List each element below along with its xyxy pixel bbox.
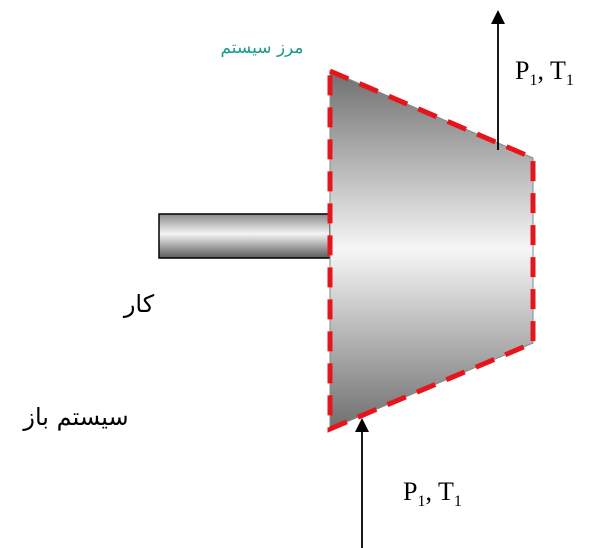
- turbine-shaft: [158, 213, 331, 259]
- outlet-state-label: P1, T1: [515, 56, 574, 89]
- turbine-body: [329, 70, 534, 430]
- open-system-label: سیستم باز: [22, 403, 128, 431]
- system-boundary-label: مرز سیستم: [220, 38, 303, 58]
- work-label: کار: [123, 290, 155, 318]
- inlet-arrow-head-icon: [355, 418, 369, 432]
- system-boundary-line: [327, 67, 536, 433]
- inlet-state-label: P1, T1: [403, 477, 462, 510]
- outlet-arrow-head-icon: [491, 10, 505, 24]
